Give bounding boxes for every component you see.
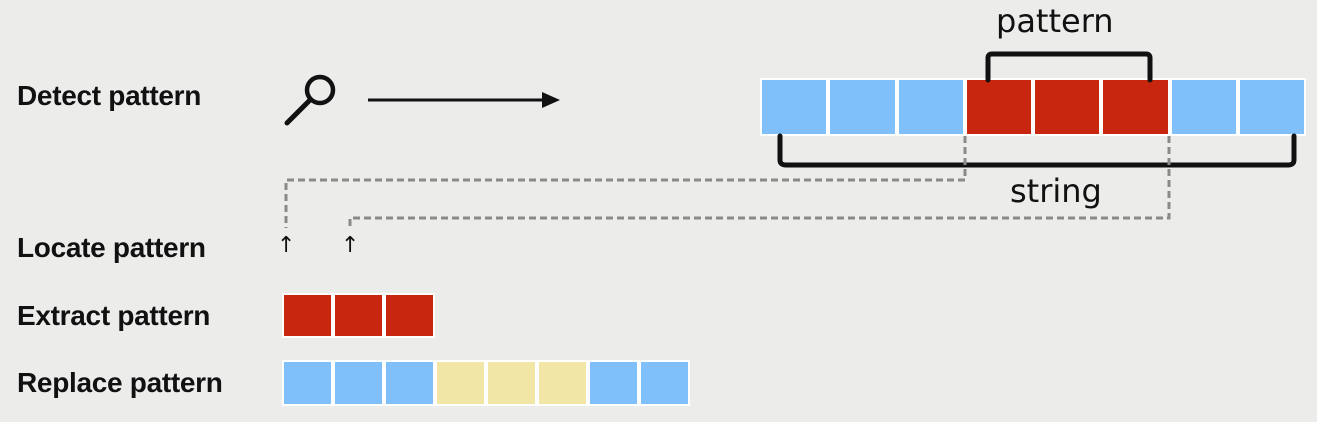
string-cell-string xyxy=(760,78,829,136)
string-cell-string xyxy=(896,78,965,136)
string-cell-string xyxy=(1237,78,1306,136)
end-position-connector xyxy=(348,136,1171,230)
replace-cell-replacement xyxy=(435,360,486,406)
pattern-bracket xyxy=(985,51,1153,83)
locate-pattern-label: Locate pattern xyxy=(17,232,206,263)
string-bracket xyxy=(777,133,1297,168)
replace-cell-replacement xyxy=(486,360,537,406)
string-cell-string xyxy=(1169,78,1238,136)
detect-pattern-label: Detect pattern xyxy=(17,80,202,111)
replace-cell-string xyxy=(384,360,435,406)
string-label: string xyxy=(1010,172,1102,210)
extract-pattern-label: Extract pattern xyxy=(17,300,211,331)
string-cell-pattern xyxy=(1033,78,1102,136)
pattern-label: pattern xyxy=(996,2,1114,40)
up-arrow-icon: ↑ xyxy=(277,233,296,258)
start-position-connector xyxy=(284,136,967,228)
extract-cell-pattern xyxy=(384,293,435,338)
search-icon xyxy=(284,74,336,126)
replace-cell-string xyxy=(333,360,384,406)
replace-pattern-label: Replace pattern xyxy=(17,367,223,398)
up-arrow-icon: ↑ xyxy=(341,233,360,258)
replace-cell-string xyxy=(588,360,639,406)
replace-cell-string xyxy=(639,360,690,406)
extract-cell-pattern xyxy=(333,293,384,338)
replace-cell-string xyxy=(282,360,333,406)
string-cell-pattern xyxy=(964,78,1033,136)
string-cell-string xyxy=(828,78,897,136)
string-cell-pattern xyxy=(1101,78,1170,136)
replace-cell-replacement xyxy=(537,360,588,406)
right-arrow-icon xyxy=(368,92,560,108)
extract-cell-pattern xyxy=(282,293,333,338)
